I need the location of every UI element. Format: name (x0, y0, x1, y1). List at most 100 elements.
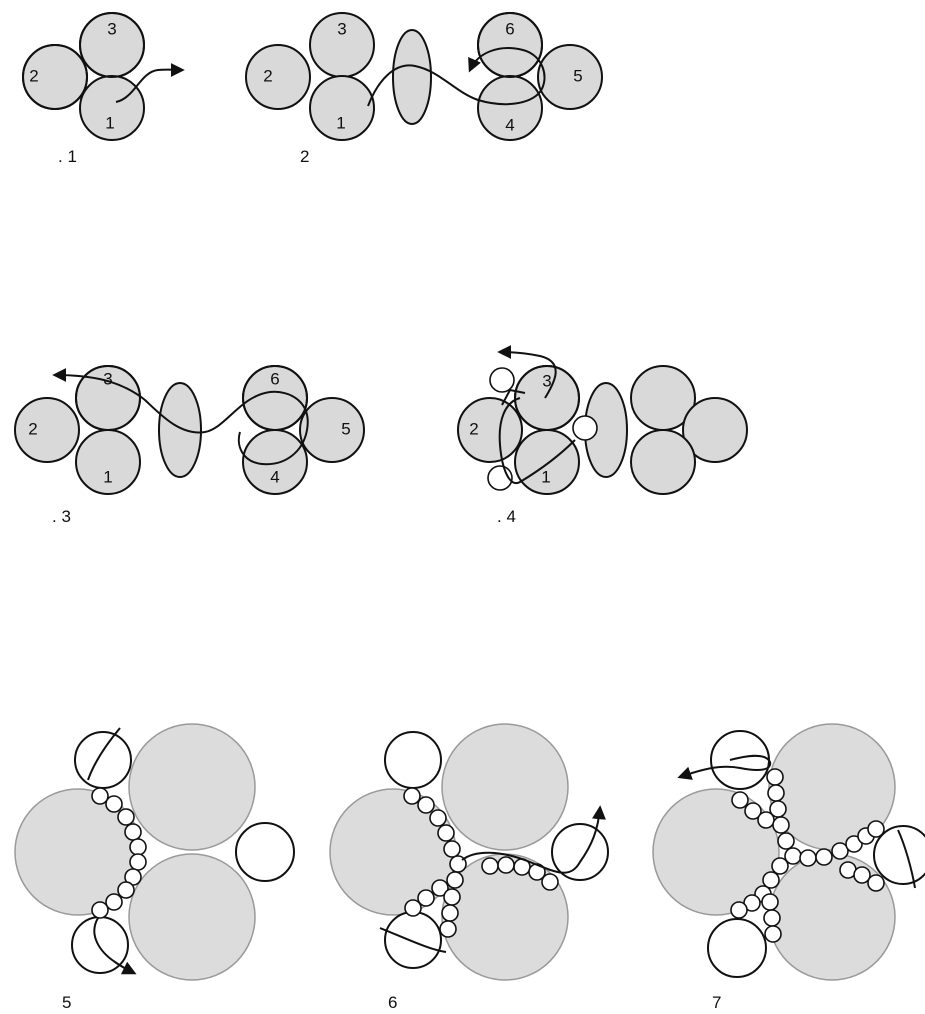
seed-bead (446, 871, 464, 889)
bead-label: 1 (103, 467, 112, 486)
seed-bead (91, 787, 109, 805)
seed-bead (443, 840, 461, 858)
seed-bead (845, 835, 863, 853)
bead-label: 5 (573, 66, 582, 85)
bead-label: 5 (341, 419, 350, 438)
step-caption: 7 (712, 993, 721, 1012)
seed-bead (867, 874, 885, 892)
thread-path (87, 727, 121, 781)
thread-path (93, 917, 137, 975)
white-bead (707, 918, 767, 978)
step-caption: 5 (62, 993, 71, 1012)
step-7: 7 (652, 723, 925, 1012)
thread-path (501, 388, 526, 406)
thread-path (367, 47, 546, 107)
seed-bead (761, 893, 779, 911)
seed-bead (769, 800, 787, 818)
step-caption: . 4 (497, 507, 516, 526)
seed-bead (429, 809, 447, 827)
seed-bead (777, 832, 795, 850)
seed-bead (764, 925, 782, 943)
bead-label: 3 (103, 369, 112, 388)
seed-bead (767, 784, 785, 802)
seed-row (403, 787, 559, 938)
white-bead (384, 731, 442, 789)
seed-bead (763, 909, 781, 927)
bead (682, 397, 748, 463)
seed-bead (771, 857, 789, 875)
seed-bead (744, 802, 762, 820)
white-bead (384, 911, 442, 969)
seed-bead (105, 893, 123, 911)
bead-2 (245, 44, 311, 110)
seed-bead (831, 842, 849, 860)
step-2: 3 2 1 6 5 4 2 (245, 12, 603, 166)
seed-bead (489, 367, 515, 393)
seed-bead (762, 871, 780, 889)
step-caption: . 1 (58, 147, 77, 166)
step-6: 6 (329, 723, 609, 1012)
bead-label: 2 (28, 419, 37, 438)
seed-bead (772, 816, 790, 834)
seed-bead (439, 920, 457, 938)
step-caption: 6 (388, 993, 397, 1012)
seed-bead (129, 853, 147, 871)
seed-row (730, 768, 885, 943)
seed-bead (129, 838, 147, 856)
seed-bead (731, 791, 749, 809)
step-5: 5 (14, 723, 295, 1012)
step-caption: 2 (300, 147, 309, 166)
bead-label: 1 (336, 113, 345, 132)
thread-path (52, 368, 309, 466)
seed-bead (437, 824, 455, 842)
bead-2 (14, 397, 80, 463)
thread-path (115, 62, 185, 103)
white-bead (710, 730, 770, 790)
thread-path (677, 754, 772, 780)
large-bead (128, 853, 256, 981)
seed-bead (867, 820, 885, 838)
bead-1 (309, 75, 375, 141)
step-3: 3 2 1 6 5 4 . 3 (14, 365, 365, 526)
seed-bead (105, 795, 123, 813)
seed-bead (431, 879, 449, 897)
bead-label: 2 (263, 66, 272, 85)
bead-2 (457, 397, 523, 463)
thread-path (379, 927, 447, 953)
seed-bead (815, 848, 833, 866)
bead-label: 2 (469, 419, 478, 438)
bead-label: 6 (270, 369, 279, 388)
bead-label: 4 (270, 467, 279, 486)
seed-bead (853, 866, 871, 884)
bead-label: 2 (29, 66, 38, 85)
large-bead (768, 853, 896, 981)
bead-label: 1 (105, 113, 114, 132)
bead-label: 6 (505, 19, 514, 38)
seed-bead (404, 899, 422, 917)
bead-label: 3 (337, 19, 346, 38)
step-4: 3 2 1 . 4 (457, 345, 748, 526)
bead-label: 3 (542, 371, 551, 390)
seed-bead (572, 415, 598, 441)
white-bead (235, 822, 295, 882)
seed-bead (441, 904, 459, 922)
white-bead (873, 825, 925, 885)
seed-bead (124, 823, 142, 841)
long-bead (392, 29, 432, 125)
bead-5 (537, 44, 603, 110)
step-1: 3 2 1 . 1 (22, 12, 185, 166)
seed-bead (117, 808, 135, 826)
thread-path (897, 829, 916, 889)
seed-bead (91, 901, 109, 919)
seed-bead (730, 901, 748, 919)
seed-bead (541, 873, 559, 891)
large-bead (441, 723, 569, 851)
seed-bead (799, 849, 817, 867)
bead-label: 3 (107, 19, 116, 38)
seed-bead (766, 768, 784, 786)
long-bead (158, 382, 202, 478)
bead-label: 4 (505, 115, 514, 134)
seed-bead (443, 888, 461, 906)
seed-bead (117, 881, 135, 899)
thread-path (461, 805, 606, 874)
